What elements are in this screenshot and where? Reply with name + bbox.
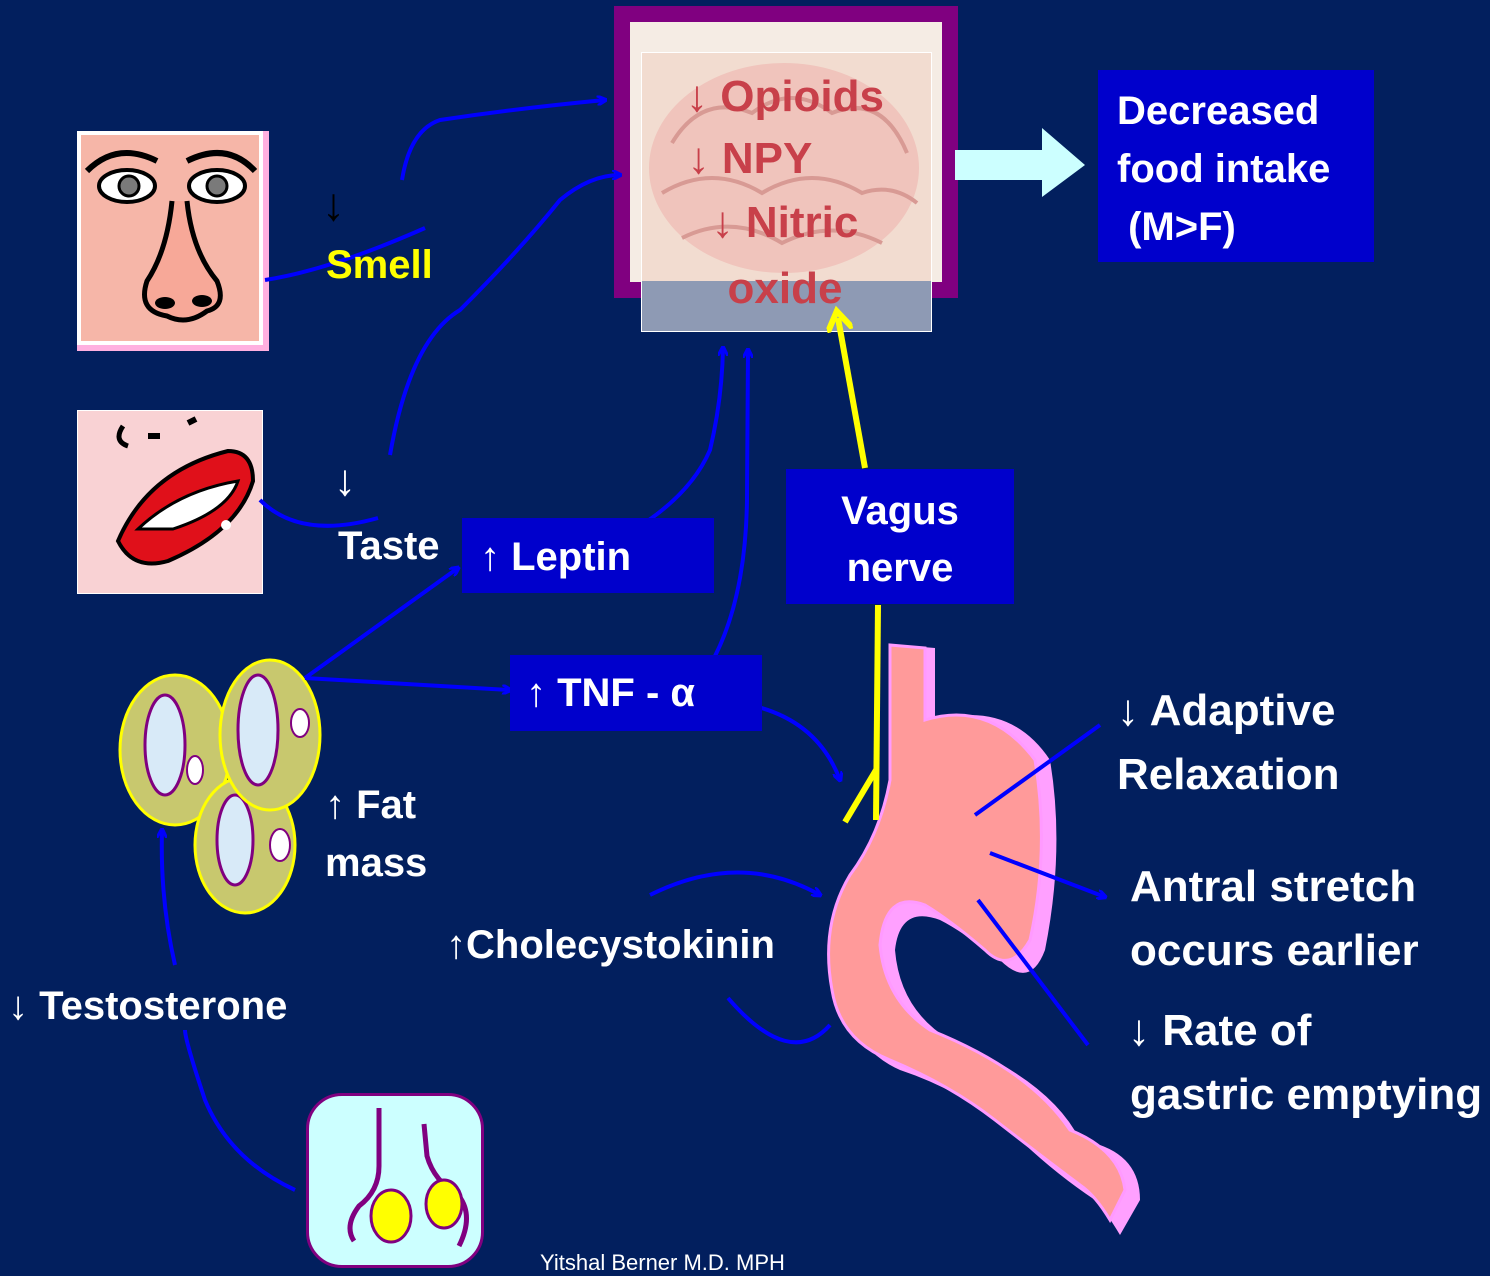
- vagus-label-2: nerve: [786, 545, 1014, 591]
- adaptive-label-2: Relaxation: [1117, 750, 1340, 801]
- fat-label-1: ↑ Fat: [325, 782, 416, 828]
- cck-label: ↑Cholecystokinin: [446, 922, 775, 968]
- antral-label-1: Antral stretch: [1130, 862, 1416, 913]
- antral-label-2: occurs earlier: [1130, 926, 1419, 977]
- vagus-label-1: Vagus: [786, 488, 1014, 534]
- author-footer: Yitshal Berner M.D. MPH: [540, 1250, 785, 1276]
- taste-arrow: ↓: [334, 456, 356, 507]
- taste-label: Taste: [338, 523, 440, 569]
- outcome-arrow: [955, 128, 1085, 197]
- tnf-label: ↑ TNF - α: [526, 670, 695, 716]
- emptying-label-2: gastric emptying: [1130, 1070, 1482, 1121]
- leptin-label: ↑ Leptin: [480, 534, 631, 580]
- emptying-label-1: ↓ Rate of: [1128, 1006, 1311, 1057]
- testosterone-label: ↓ Testosterone: [8, 983, 287, 1029]
- fat-label-2: mass: [325, 840, 427, 886]
- smell-arrow: ↓: [322, 178, 345, 231]
- adaptive-label-1: ↓ Adaptive: [1117, 686, 1335, 737]
- smell-label: Smell: [326, 242, 433, 288]
